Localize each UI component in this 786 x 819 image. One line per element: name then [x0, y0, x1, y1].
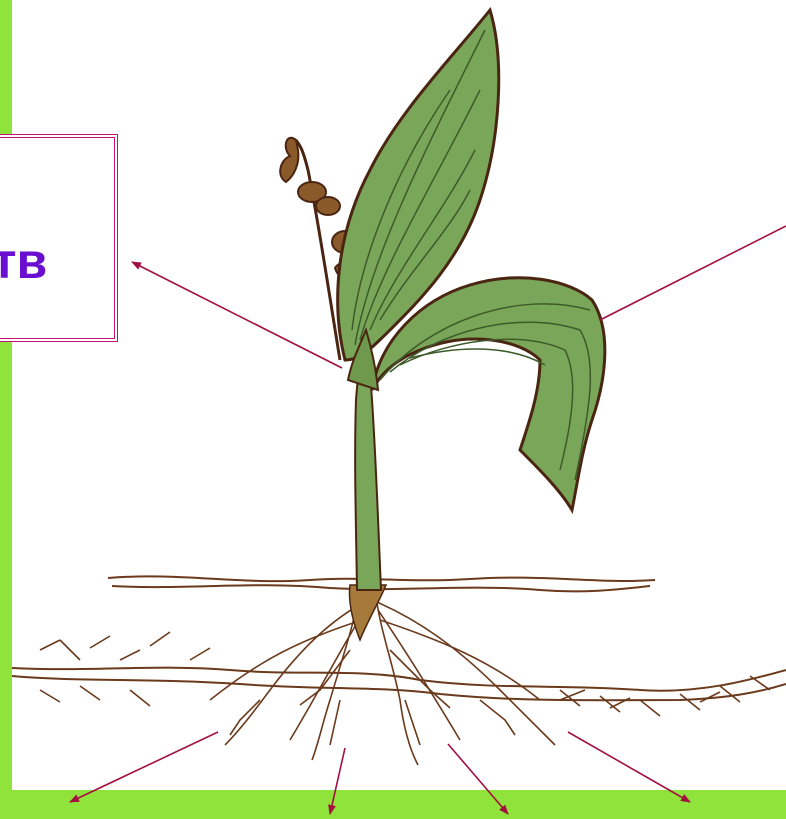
arrow-root-2	[330, 748, 345, 814]
arrow-root-1	[70, 732, 218, 802]
arrow-to-label-box	[132, 262, 342, 368]
flower-stalk	[296, 140, 340, 360]
arrow-from-leaf	[600, 226, 786, 320]
arrow-root-4	[568, 732, 690, 802]
arrow-root-3	[448, 744, 508, 814]
